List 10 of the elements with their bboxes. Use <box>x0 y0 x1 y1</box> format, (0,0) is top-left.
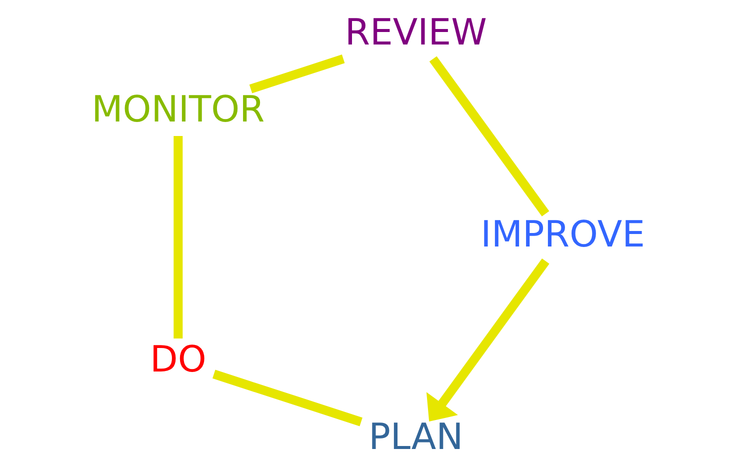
node-text: IMPROVE <box>480 212 645 256</box>
arrow <box>426 258 550 422</box>
connector <box>249 54 345 94</box>
node-text: DO <box>150 338 206 381</box>
connector <box>174 136 183 339</box>
connector <box>429 56 550 216</box>
node-text: PLAN <box>368 414 464 458</box>
node-text: REVIEW <box>344 10 487 54</box>
connector <box>212 370 362 426</box>
node-text: MONITOR <box>92 88 265 131</box>
